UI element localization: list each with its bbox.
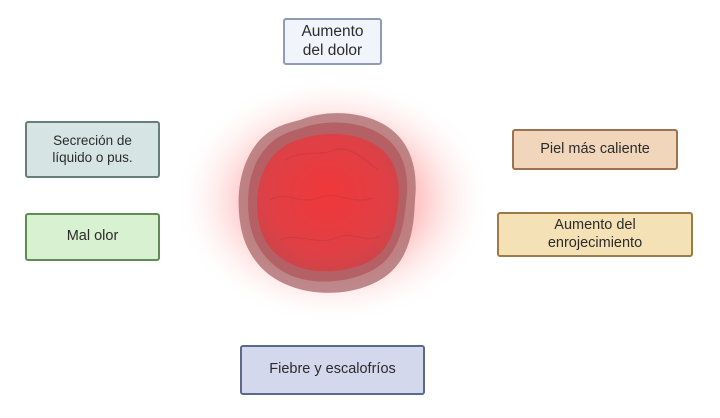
symptom-fluid-or-pus-discharge: Secreción de líquido o pus. xyxy=(25,121,160,178)
symptom-warmer-skin: Piel más caliente xyxy=(512,129,678,170)
symptom-bad-odor: Mal olor xyxy=(25,213,160,261)
wound-core xyxy=(257,133,399,272)
wound-texture xyxy=(269,148,381,242)
symptom-increased-pain: Aumento del dolor xyxy=(283,18,382,65)
symptom-increased-redness: Aumento del enrojecimiento xyxy=(497,212,693,257)
symptom-fever-and-chills: Fiebre y escalofríos xyxy=(240,345,425,395)
